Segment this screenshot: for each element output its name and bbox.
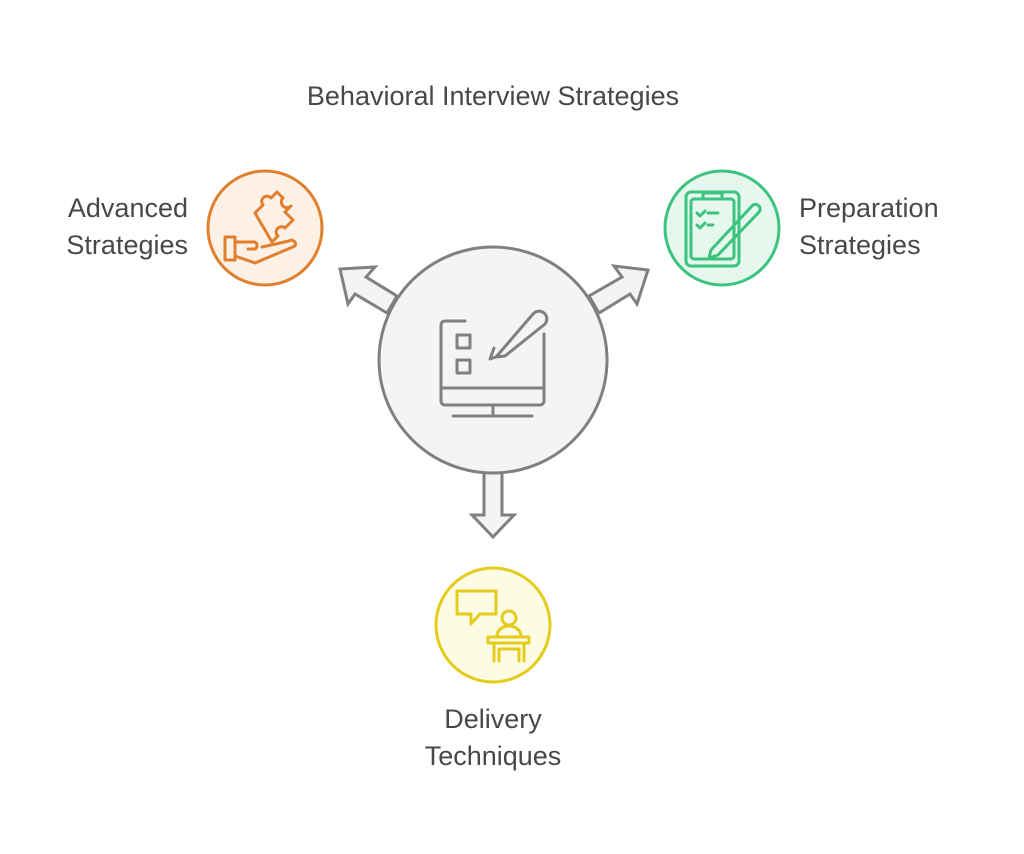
clipboard-pencil-icon: [684, 190, 762, 268]
diagram-title: Behavioral Interview Strategies: [306, 81, 680, 111]
arrow-to-delivery: [468, 470, 518, 540]
arrow-to-advanced: [338, 265, 400, 316]
arrow-to-preparation: [586, 264, 650, 316]
advanced-node: [206, 169, 324, 287]
center-node: [377, 245, 609, 475]
label-line: Strategies: [799, 230, 921, 260]
delivery-node: [434, 566, 552, 684]
preparation-node: [663, 169, 781, 287]
hand-puzzle-icon: [223, 190, 297, 265]
label-line: Delivery: [444, 704, 542, 734]
monitor-checklist-pencil-icon: [439, 309, 549, 418]
label-line: Advanced: [67, 193, 188, 223]
label-line: Preparation: [799, 193, 939, 223]
label-line: Strategies: [66, 230, 188, 260]
speaker-podium-icon: [455, 589, 531, 663]
label-line: Techniques: [424, 741, 562, 771]
